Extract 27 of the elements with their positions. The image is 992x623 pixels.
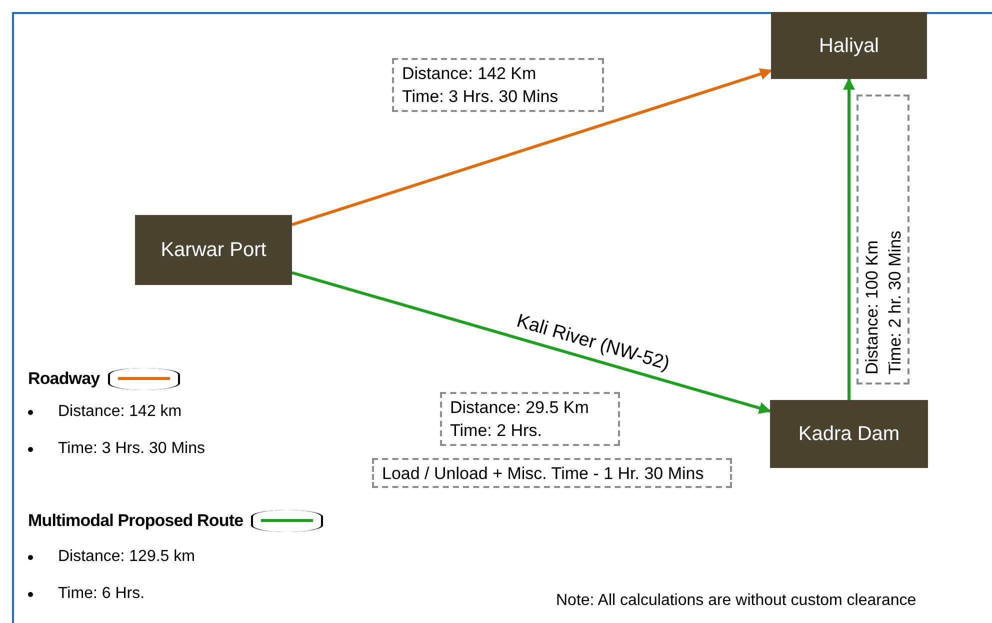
info-text: Load / Unload + Misc. Time - 1 Hr. 30 Mins [382, 463, 705, 485]
location-name: Karwar Port [160, 238, 266, 263]
location-box [770, 400, 928, 468]
bullet-text: Time: 6 Hrs. [58, 584, 145, 604]
location-box [135, 215, 292, 285]
info-box [372, 458, 732, 488]
info-box [856, 94, 910, 384]
note-text: Note: All calculations are without custom clearance [556, 591, 916, 611]
bullet-text: Distance: 142 km [58, 402, 182, 422]
info-text: Time: 2 Hrs. [450, 420, 543, 442]
info-text: Time: 2 hr. 30 Mins [884, 230, 906, 374]
info-text: Distance: 100 Km [862, 239, 882, 374]
bullet-text: Distance: 129.5 km [58, 547, 195, 567]
info-text: Distance: 29.5 Km [450, 397, 590, 419]
location-name: Haliyal [818, 34, 880, 58]
bullet-text: Time: 3 Hrs. 30 Mins [58, 439, 205, 459]
info-box [440, 392, 620, 446]
route-arrow [843, 78, 855, 400]
location-box [771, 12, 927, 79]
route-arrow [292, 68, 772, 226]
legend-title: Multimodal Proposed Route [28, 510, 244, 532]
legend-title: Roadway [28, 368, 100, 390]
info-text: Distance: 142 Km [402, 63, 538, 85]
info-text: Time: 3 Hrs. 30 Mins [402, 86, 560, 108]
info-box [392, 58, 604, 112]
route-arrow [292, 271, 772, 414]
location-name: Kadra Dam [798, 422, 900, 447]
